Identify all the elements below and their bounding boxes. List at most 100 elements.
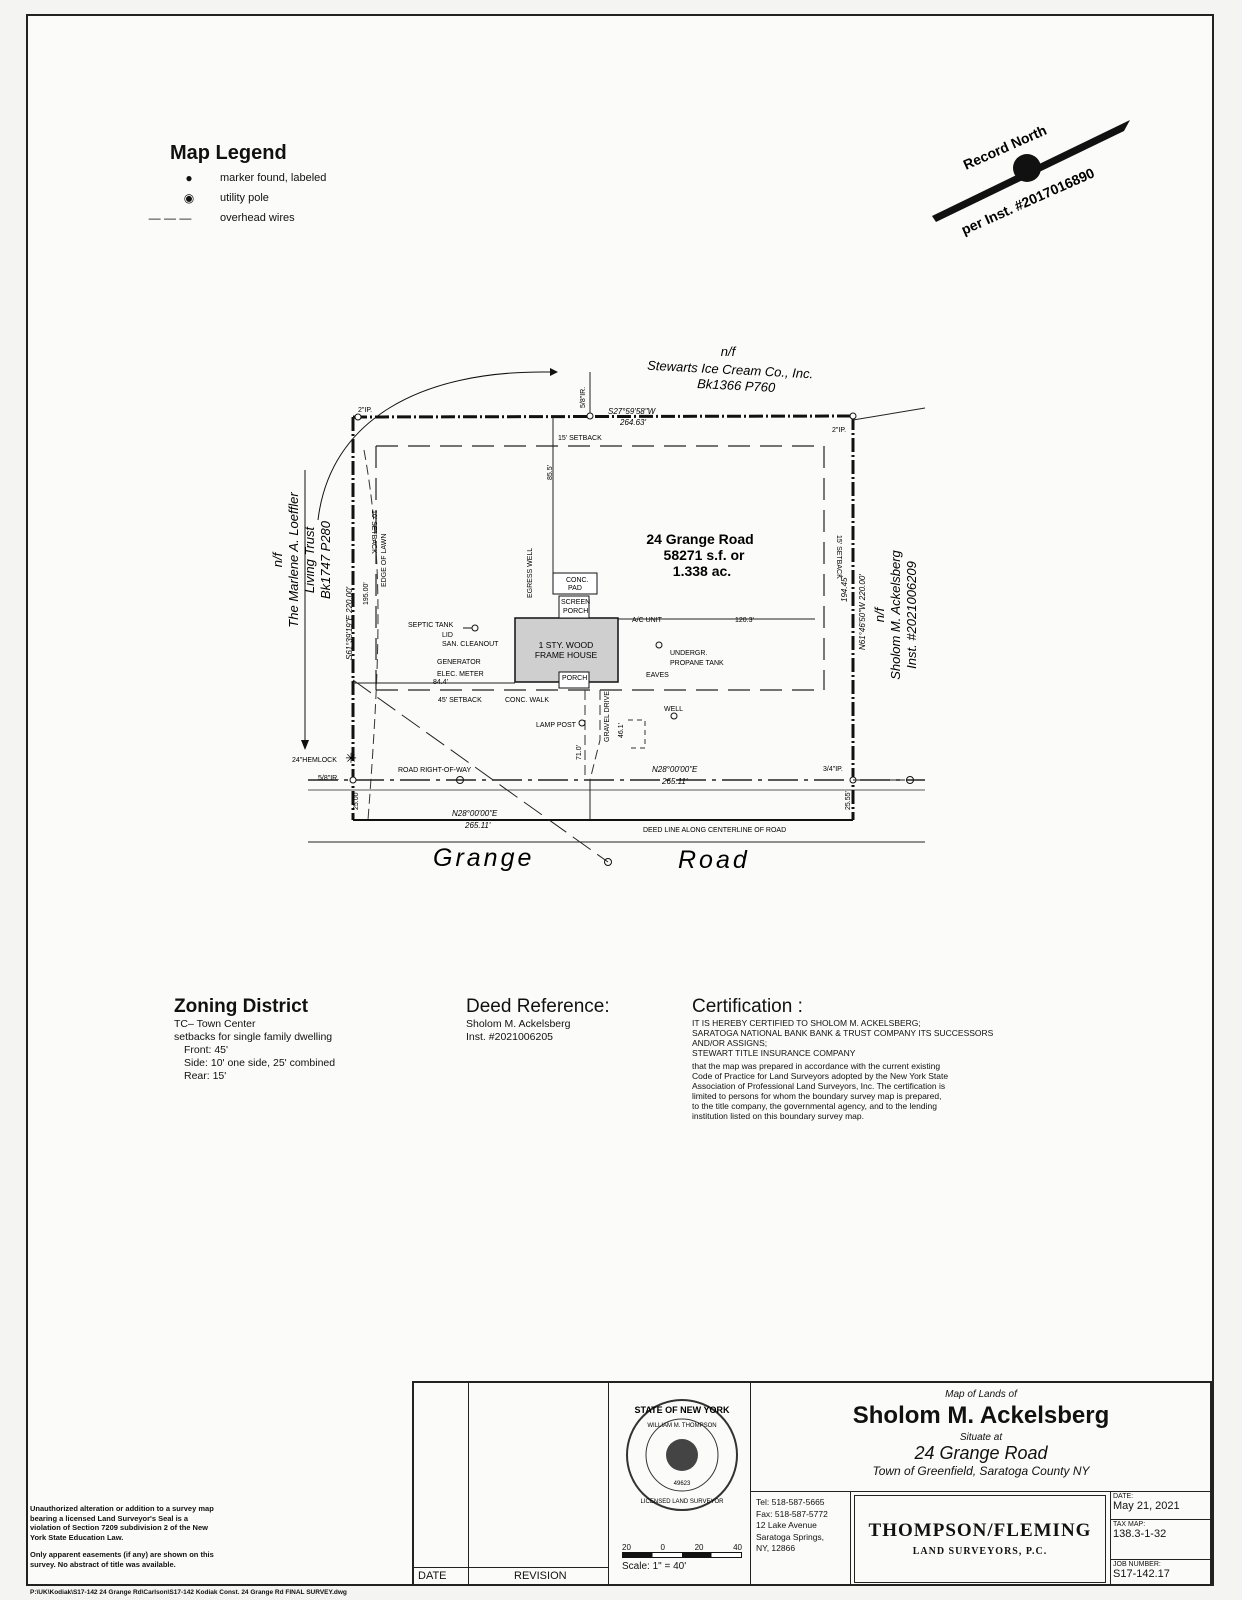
house-label: 1 STY. WOOD FRAME HOUSE: [535, 640, 598, 660]
svg-text:N28°00'00"E: N28°00'00"E: [652, 765, 698, 774]
svg-text:S27°59'58"W: S27°59'58"W: [608, 407, 657, 416]
svg-text:264.63': 264.63': [619, 418, 646, 427]
svg-text:N28°00'00"E: N28°00'00"E: [452, 809, 498, 818]
west-neighbor-label: n/f The Marlene A. Loeffler Living Trust…: [270, 492, 333, 628]
svg-text:PROPANE TANK: PROPANE TANK: [670, 660, 724, 667]
north-arrow-hub: [1013, 154, 1041, 182]
overhead-wire-icon: — — —: [148, 211, 192, 225]
zoning-line: TC– Town Center: [174, 1018, 256, 1030]
svg-text:PORCH: PORCH: [562, 675, 587, 682]
svg-text:A/C UNIT: A/C UNIT: [632, 617, 663, 624]
svg-text:1.338 ac.: 1.338 ac.: [673, 563, 731, 579]
map-legend: Map Legend ● marker found, labeled ◉ uti…: [149, 142, 327, 225]
svg-text:Grange: Grange: [433, 844, 534, 872]
legend-item: ◉ utility pole: [170, 191, 326, 205]
property-boundary: [351, 414, 855, 821]
legend-label: marker found, labeled: [220, 172, 327, 184]
svg-text:3/4"IP.: 3/4"IP.: [823, 766, 843, 773]
legend-label: utility pole: [220, 192, 269, 204]
date-column-label: DATE: [418, 1570, 447, 1582]
north-neighbor-label: n/f Stewarts Ice Cream Co., Inc. Bk1366 …: [647, 344, 814, 395]
firm-logo: THOMPSON/FLEMING LAND SURVEYORS, P.C.: [854, 1495, 1106, 1583]
svg-text:S61°39'19"E 220.00': S61°39'19"E 220.00': [345, 586, 354, 660]
zoning-line: Front: 45': [184, 1044, 229, 1056]
situate-label: Situate at: [959, 1432, 1003, 1443]
certification-line: institution listed on this boundary surv…: [692, 1111, 864, 1121]
drawing-sheet: [26, 14, 1214, 1586]
map-of-label: Map of Lands of: [945, 1389, 1017, 1400]
utility-pole-icon: [604, 858, 612, 866]
road-name: Grange Road: [433, 844, 750, 874]
utility-pole-icon: [906, 776, 914, 784]
site-annotations: 2"IP. 2"IP. 5/8"IR. 5/8"IR. 3/4"IP. 24"H…: [292, 387, 852, 834]
certification-line: IT IS HEREBY CERTIFIED TO SHOLOM M. ACKE…: [692, 1018, 921, 1028]
east-neighbor-label: n/f Sholom M. Ackelsberg Inst. #20210062…: [872, 549, 919, 679]
svg-text:84.4': 84.4': [433, 679, 448, 686]
job-number-field: JOB NUMBER: S17-142.17: [1113, 1561, 1170, 1580]
svg-text:The Marlene A. Loeffler: The Marlene A. Loeffler: [286, 492, 301, 628]
front-porch: [558, 671, 590, 689]
file-path: P:\UK\Kodiak\S17-142 24 Grange Rd\Carlso…: [30, 1589, 347, 1596]
screen-porch: [558, 595, 590, 619]
svg-text:CONC.: CONC.: [566, 577, 589, 584]
certification-line: to the title company, the governmental a…: [692, 1101, 937, 1111]
zoning-title: Zoning District: [174, 996, 309, 1017]
deed-reference-block: Deed Reference: Sholom M. Ackelsberg Ins…: [466, 996, 610, 1044]
map-title: Map of Lands of Sholom M. Ackelsberg Sit…: [750, 1389, 1212, 1478]
legend-label: overhead wires: [220, 212, 295, 224]
svg-text:195.00': 195.00': [363, 582, 370, 605]
svg-text:45' SETBACK: 45' SETBACK: [438, 697, 482, 704]
edge-of-lawn-line: [363, 449, 379, 821]
rebar-sw-marker: [349, 776, 357, 784]
certification-line: limited to persons for whom the boundary…: [692, 1091, 942, 1101]
seal-number: 49623: [674, 1481, 691, 1487]
certification-line: SARATOGA NATIONAL BANK BANK & TRUST COMP…: [692, 1028, 994, 1038]
certification-block: Certification : IT IS HEREBY CERTIFIED T…: [692, 996, 1042, 1121]
svg-text:SAN. CLEANOUT: SAN. CLEANOUT: [442, 641, 499, 648]
svg-text:EGRESS WELL: EGRESS WELL: [527, 548, 534, 598]
svg-text:194.45': 194.45': [840, 576, 849, 602]
svg-text:5/8"IR.: 5/8"IR.: [580, 387, 587, 408]
svg-text:n/f: n/f: [721, 344, 737, 359]
svg-text:2"IP.: 2"IP.: [832, 427, 846, 434]
svg-text:FRAME HOUSE: FRAME HOUSE: [535, 650, 598, 660]
svg-text:265.11': 265.11': [661, 777, 688, 786]
svg-text:DEED LINE ALONG CENTERLINE OF: DEED LINE ALONG CENTERLINE OF ROAD: [643, 827, 786, 834]
certification-line: that the map was prepared in accordance …: [692, 1061, 941, 1071]
svg-text:WELL: WELL: [664, 706, 683, 713]
bearing-labels: S27°59'58"W 264.63' S61°39'19"E 220.00' …: [345, 407, 867, 830]
revision-column-label: REVISION: [514, 1570, 567, 1582]
svg-text:GRAVEL DRIVE: GRAVEL DRIVE: [604, 691, 611, 742]
svg-text:UNDERGR.: UNDERGR.: [670, 650, 707, 657]
certification-line: AND/OR ASSIGNS;: [692, 1038, 768, 1048]
svg-text:EDGE OF LAWN: EDGE OF LAWN: [381, 534, 388, 587]
svg-text:ROAD RIGHT-OF-WAY: ROAD RIGHT-OF-WAY: [398, 767, 471, 774]
firm-subtitle: LAND SURVEYORS, P.C.: [912, 1546, 1048, 1557]
svg-text:SCREEN: SCREEN: [561, 599, 590, 606]
property-address: 24 Grange Road: [914, 1443, 1048, 1463]
svg-text:25.55': 25.55': [845, 791, 852, 810]
utility-pole-icon: [456, 776, 464, 784]
owner-name: Sholom M. Ackelsberg: [852, 1402, 1110, 1429]
seal-state: STATE OF NEW YORK: [634, 1405, 730, 1415]
svg-text:265.11': 265.11': [464, 821, 491, 830]
svg-text:n/f: n/f: [270, 551, 285, 567]
svg-text:10' SETBACK: 10' SETBACK: [370, 510, 377, 554]
tax-map-field: TAX MAP: 138.3-1-32: [1113, 1521, 1167, 1540]
svg-text:Road: Road: [678, 846, 750, 874]
svg-text:46.1': 46.1': [618, 723, 625, 738]
lamp-post-icon: [578, 719, 586, 727]
deed-line: Sholom M. Ackelsberg: [466, 1018, 571, 1030]
scale-label: Scale: 1" = 40': [622, 1561, 687, 1572]
svg-text:85.5': 85.5': [547, 465, 554, 480]
utility-pole-icon: ◉: [183, 191, 195, 205]
svg-text:EAVES: EAVES: [646, 672, 669, 679]
svg-text:Inst. #2021006209: Inst. #2021006209: [904, 561, 919, 669]
easement-notice: Only apparent easements (if any) are sho…: [30, 1550, 214, 1569]
seal-license: LICENSED LAND SURVEYOR: [641, 1499, 725, 1505]
state-crest-icon: [666, 1439, 698, 1471]
disclaimer-block: Unauthorized alteration or addition to a…: [30, 1504, 220, 1569]
svg-text:71.0': 71.0': [576, 745, 583, 760]
